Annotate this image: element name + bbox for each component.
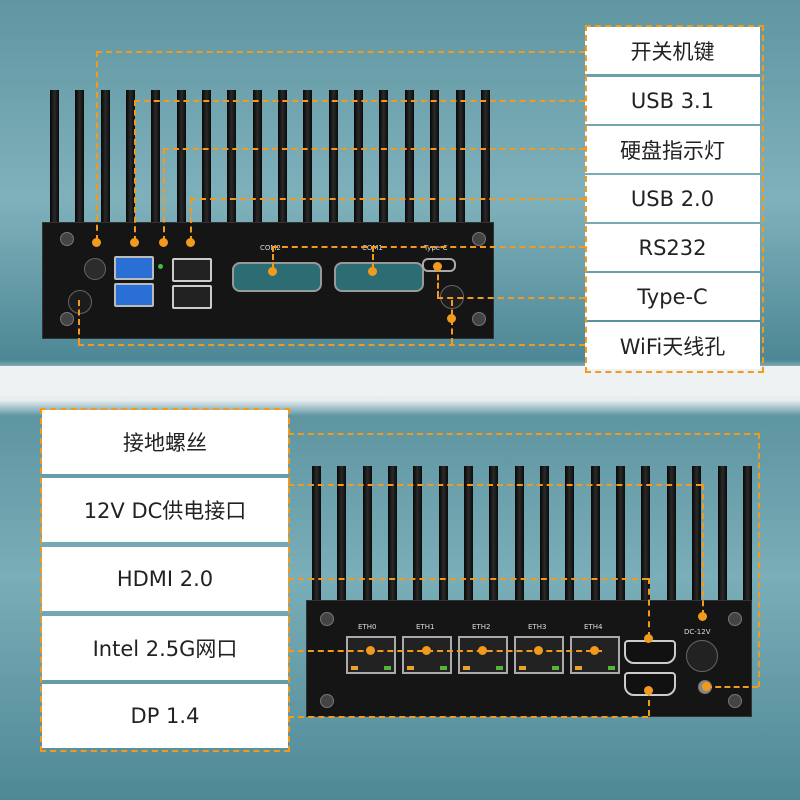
leader-line: [648, 690, 650, 716]
dc-jack[interactable]: [686, 640, 718, 672]
label-intel-lan: Intel 2.5G网口: [42, 616, 288, 680]
leader-line: [437, 266, 439, 297]
screw-icon: [472, 312, 486, 326]
eth4-label: ETH4: [584, 623, 603, 631]
leader-dot: [478, 646, 487, 655]
leader-line: [288, 578, 648, 580]
screw-icon: [320, 612, 334, 626]
usb3-port[interactable]: [114, 283, 154, 307]
label-dc-power: 12V DC供电接口: [42, 478, 288, 542]
heatsink-fins: [312, 466, 752, 606]
top-labels-frame: [585, 25, 764, 373]
leader-dot: [644, 686, 653, 695]
leader-dot: [433, 262, 442, 271]
wifi-antenna-hole: [68, 290, 92, 314]
label-hdd-led: 硬盘指示灯: [585, 126, 760, 173]
usb2-port[interactable]: [172, 285, 212, 309]
leader-dot: [590, 646, 599, 655]
leader-dot: [92, 238, 101, 247]
leader-line: [190, 198, 192, 242]
eth1-port[interactable]: [402, 636, 452, 674]
leader-line: [96, 51, 585, 53]
leader-dot: [534, 646, 543, 655]
dc-label: DC-12V: [684, 628, 711, 636]
screw-icon: [60, 232, 74, 246]
heatsink-fins: [50, 90, 490, 230]
eth0-port[interactable]: [346, 636, 396, 674]
label-dp: DP 1.4: [42, 684, 288, 748]
leader-dot: [268, 267, 277, 276]
leader-line: [272, 246, 274, 268]
leader-dot: [130, 238, 139, 247]
screw-icon: [472, 232, 486, 246]
label-typec: Type-C: [585, 273, 760, 320]
com2-port[interactable]: [232, 262, 322, 292]
label-usb31: USB 3.1: [585, 77, 760, 124]
screw-icon: [60, 312, 74, 326]
leader-dot: [366, 646, 375, 655]
label-ground-screw: 接地螺丝: [42, 410, 288, 474]
leader-line: [190, 198, 585, 200]
label-rs232: RS232: [585, 224, 760, 271]
leader-line: [272, 246, 585, 248]
eth2-port[interactable]: [458, 636, 508, 674]
leader-dot: [644, 634, 653, 643]
label-usb20: USB 2.0: [585, 175, 760, 222]
eth0-label: ETH0: [358, 623, 377, 631]
leader-line: [648, 578, 650, 638]
hdmi-port[interactable]: [624, 640, 676, 664]
typec-label: Type-C: [424, 244, 448, 252]
leader-dot: [368, 267, 377, 276]
eth3-label: ETH3: [528, 623, 547, 631]
leader-line: [288, 433, 760, 435]
leader-line: [78, 344, 585, 346]
leader-line: [134, 100, 136, 242]
eth1-label: ETH1: [416, 623, 435, 631]
leader-line: [163, 148, 585, 150]
leader-line: [702, 484, 704, 616]
eth4-port[interactable]: [570, 636, 620, 674]
leader-dot: [447, 314, 456, 323]
leader-dot: [702, 682, 711, 691]
bottom-labels-frame: [40, 408, 290, 752]
eth2-label: ETH2: [472, 623, 491, 631]
eth3-port[interactable]: [514, 636, 564, 674]
label-hdmi: HDMI 2.0: [42, 547, 288, 611]
hdd-led: [158, 264, 163, 269]
power-button[interactable]: [84, 258, 106, 280]
label-power-key: 开关机键: [585, 27, 760, 74]
screw-icon: [320, 694, 334, 708]
leader-line: [96, 51, 98, 241]
leader-dot: [698, 612, 707, 621]
usb3-port[interactable]: [114, 256, 154, 280]
screw-icon: [728, 694, 742, 708]
leader-line: [163, 148, 165, 242]
leader-dot: [159, 238, 168, 247]
screw-icon: [728, 612, 742, 626]
leader-line: [372, 246, 374, 268]
leader-line: [288, 650, 602, 652]
leader-line: [134, 100, 585, 102]
com1-port[interactable]: [334, 262, 424, 292]
leader-line: [288, 716, 648, 718]
label-wifi: WiFi天线孔: [585, 322, 760, 369]
leader-line: [78, 300, 80, 344]
leader-line: [437, 297, 585, 299]
com2-label: COM2: [260, 244, 281, 252]
leader-line: [288, 484, 702, 486]
leader-line: [758, 433, 760, 687]
usb2-port[interactable]: [172, 258, 212, 282]
leader-dot: [186, 238, 195, 247]
leader-dot: [422, 646, 431, 655]
leader-line: [706, 686, 758, 688]
